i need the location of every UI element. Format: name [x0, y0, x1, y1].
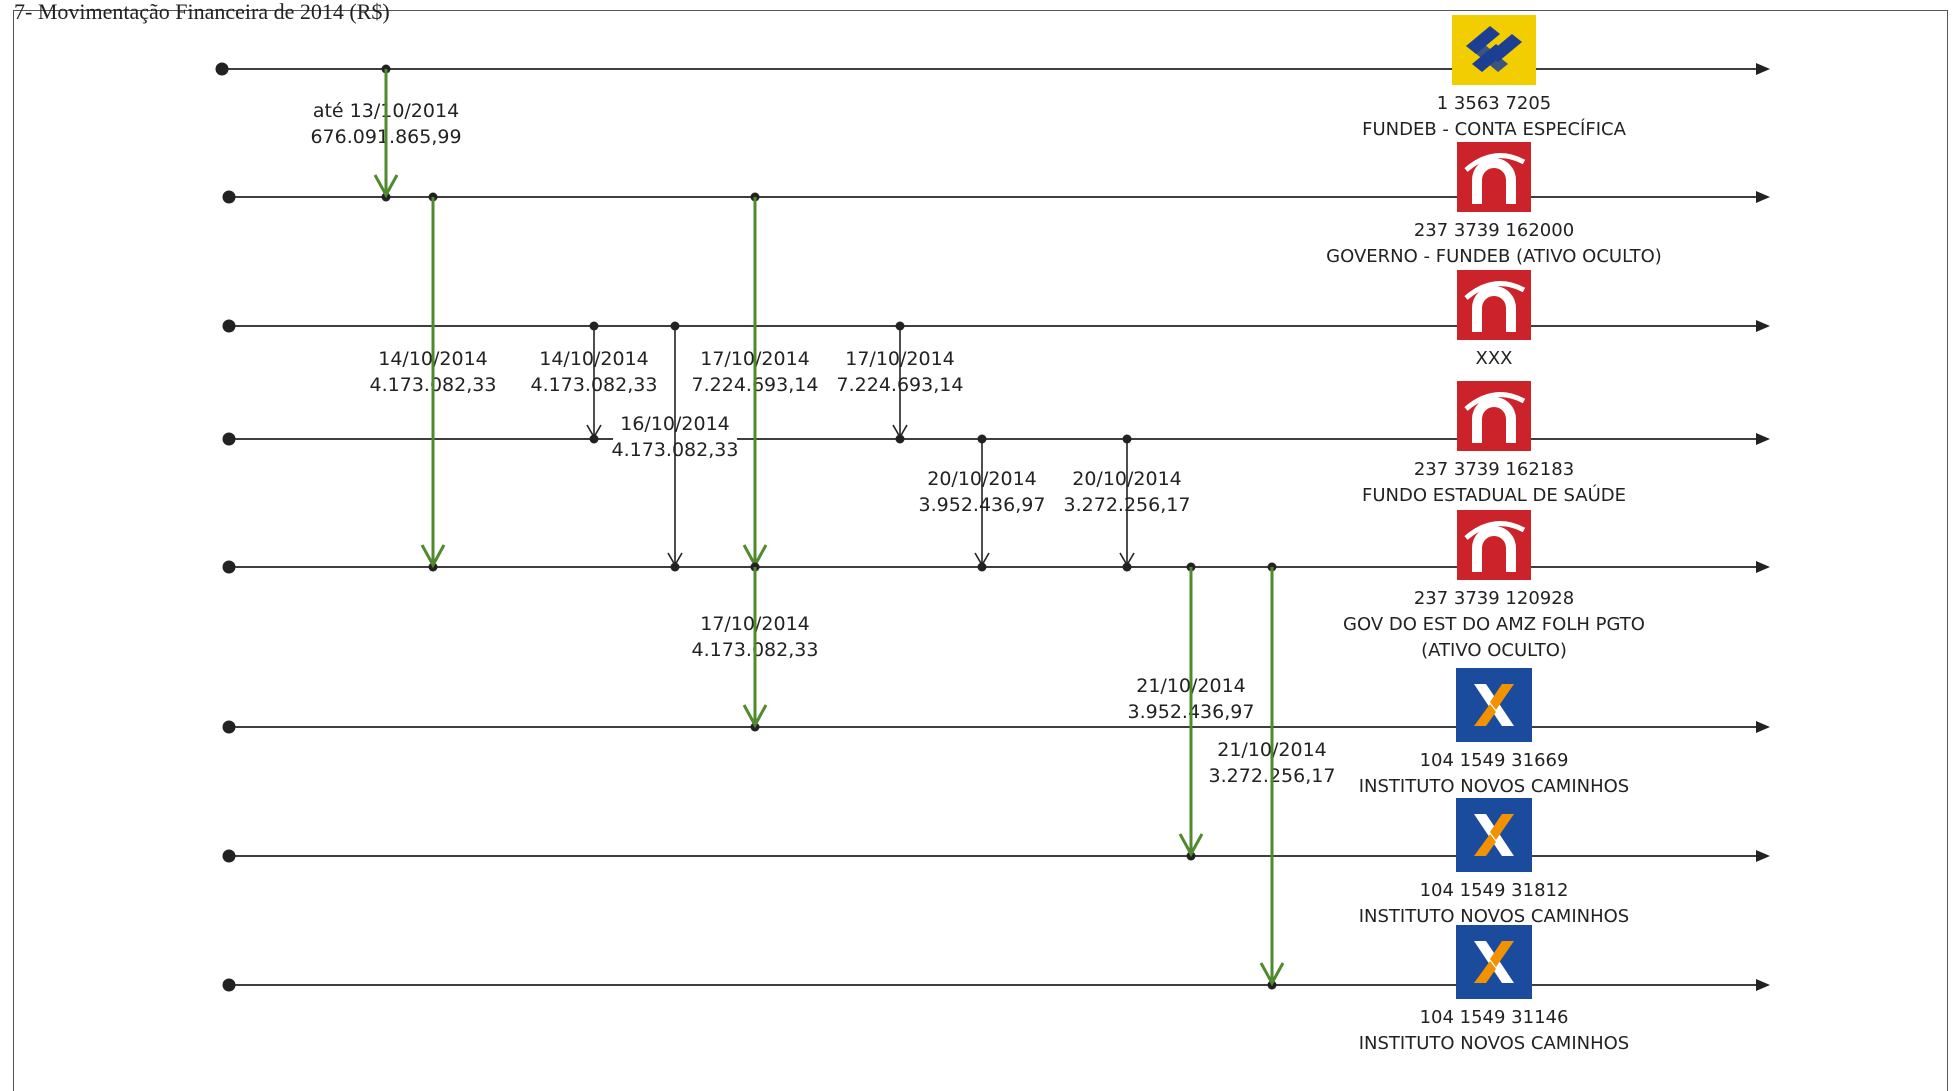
lane-end-arrow	[1756, 850, 1770, 862]
transfer-target-dot	[670, 562, 680, 572]
account-name: FUNDEB - CONTA ESPECÍFICA	[1362, 118, 1626, 140]
caixa-logo-icon	[1456, 798, 1532, 872]
lane-start-dot	[222, 190, 236, 204]
transfer-arrowhead	[742, 704, 768, 729]
lane-start-dot	[222, 319, 236, 333]
transfer-arrowhead	[974, 552, 990, 567]
transfer-arrowhead	[892, 424, 908, 439]
transfer-labels: até 13/10/2014676.091.865,9914/10/20144.…	[310, 96, 1335, 787]
transfer-target-dot	[589, 434, 599, 444]
banco-do-brasil-logo-icon	[1452, 15, 1536, 85]
transfer-target-dot	[1122, 562, 1132, 572]
bradesco-logo-icon	[1457, 270, 1531, 340]
transfer-arrowhead	[1259, 962, 1285, 987]
lane-start-dot	[222, 720, 236, 734]
transfer-arrowhead	[667, 552, 683, 567]
lane-end-arrow	[1756, 63, 1770, 75]
account-number: 1 3563 7205	[1437, 93, 1552, 114]
lane-end-arrow	[1756, 979, 1770, 991]
account-name: INSTITUTO NOVOS CAMINHOS	[1359, 906, 1630, 927]
lane-end-arrow	[1756, 721, 1770, 733]
lane-start-dot	[222, 978, 236, 992]
lane-start-dot	[222, 849, 236, 863]
diagram-frame: 7- Movimentação Financeira de 2014 (R$)	[13, 0, 1948, 1091]
transfer-arrowhead	[586, 424, 602, 439]
account-number: 104 1549 31812	[1420, 880, 1569, 901]
lane-end-arrow	[1756, 191, 1770, 203]
bradesco-logo-icon	[1457, 510, 1531, 580]
transfer-target-dot	[977, 562, 987, 572]
caixa-logo-icon	[1456, 668, 1532, 742]
caixa-logo-icon	[1456, 925, 1532, 999]
account-name-line2: (ATIVO OCULTO)	[1421, 640, 1567, 661]
account-node: XXX	[1457, 270, 1531, 369]
bradesco-logo-icon	[1457, 142, 1531, 212]
transfer-arrowhead	[1178, 833, 1204, 858]
account-name: GOV DO EST DO AMZ FOLH PGTO	[1343, 614, 1645, 635]
account-number: 237 3739 162183	[1414, 459, 1574, 480]
account-number: 104 1549 31669	[1420, 750, 1569, 771]
logo-bg	[1457, 381, 1531, 451]
account-name: INSTITUTO NOVOS CAMINHOS	[1359, 776, 1630, 797]
lane-start-dot	[222, 560, 236, 574]
account-name: XXX	[1476, 348, 1513, 369]
lane-start-dot	[215, 62, 229, 76]
lane-end-arrow	[1756, 433, 1770, 445]
logo-bg	[1457, 142, 1531, 212]
lane-end-arrow	[1756, 561, 1770, 573]
account-name: FUNDO ESTADUAL DE SAÚDE	[1362, 484, 1626, 506]
account-name: INSTITUTO NOVOS CAMINHOS	[1359, 1033, 1630, 1054]
logo-bg	[1457, 270, 1531, 340]
lane-end-arrow	[1756, 320, 1770, 332]
account-number: 237 3739 120928	[1414, 588, 1574, 609]
account-name: GOVERNO - FUNDEB (ATIVO OCULTO)	[1326, 246, 1662, 267]
transfer-arrowhead	[420, 544, 446, 569]
figure-title: 7- Movimentação Financeira de 2014 (R$)	[14, 0, 390, 24]
logo-bg	[1457, 510, 1531, 580]
transfer-arrowhead	[1119, 552, 1135, 567]
transfer-arrowhead	[373, 174, 399, 199]
account-number: 104 1549 31146	[1420, 1007, 1569, 1028]
lane-start-dot	[222, 432, 236, 446]
transfer-target-dot	[895, 434, 905, 444]
bradesco-logo-icon	[1457, 381, 1531, 451]
account-number: 237 3739 162000	[1414, 220, 1574, 241]
